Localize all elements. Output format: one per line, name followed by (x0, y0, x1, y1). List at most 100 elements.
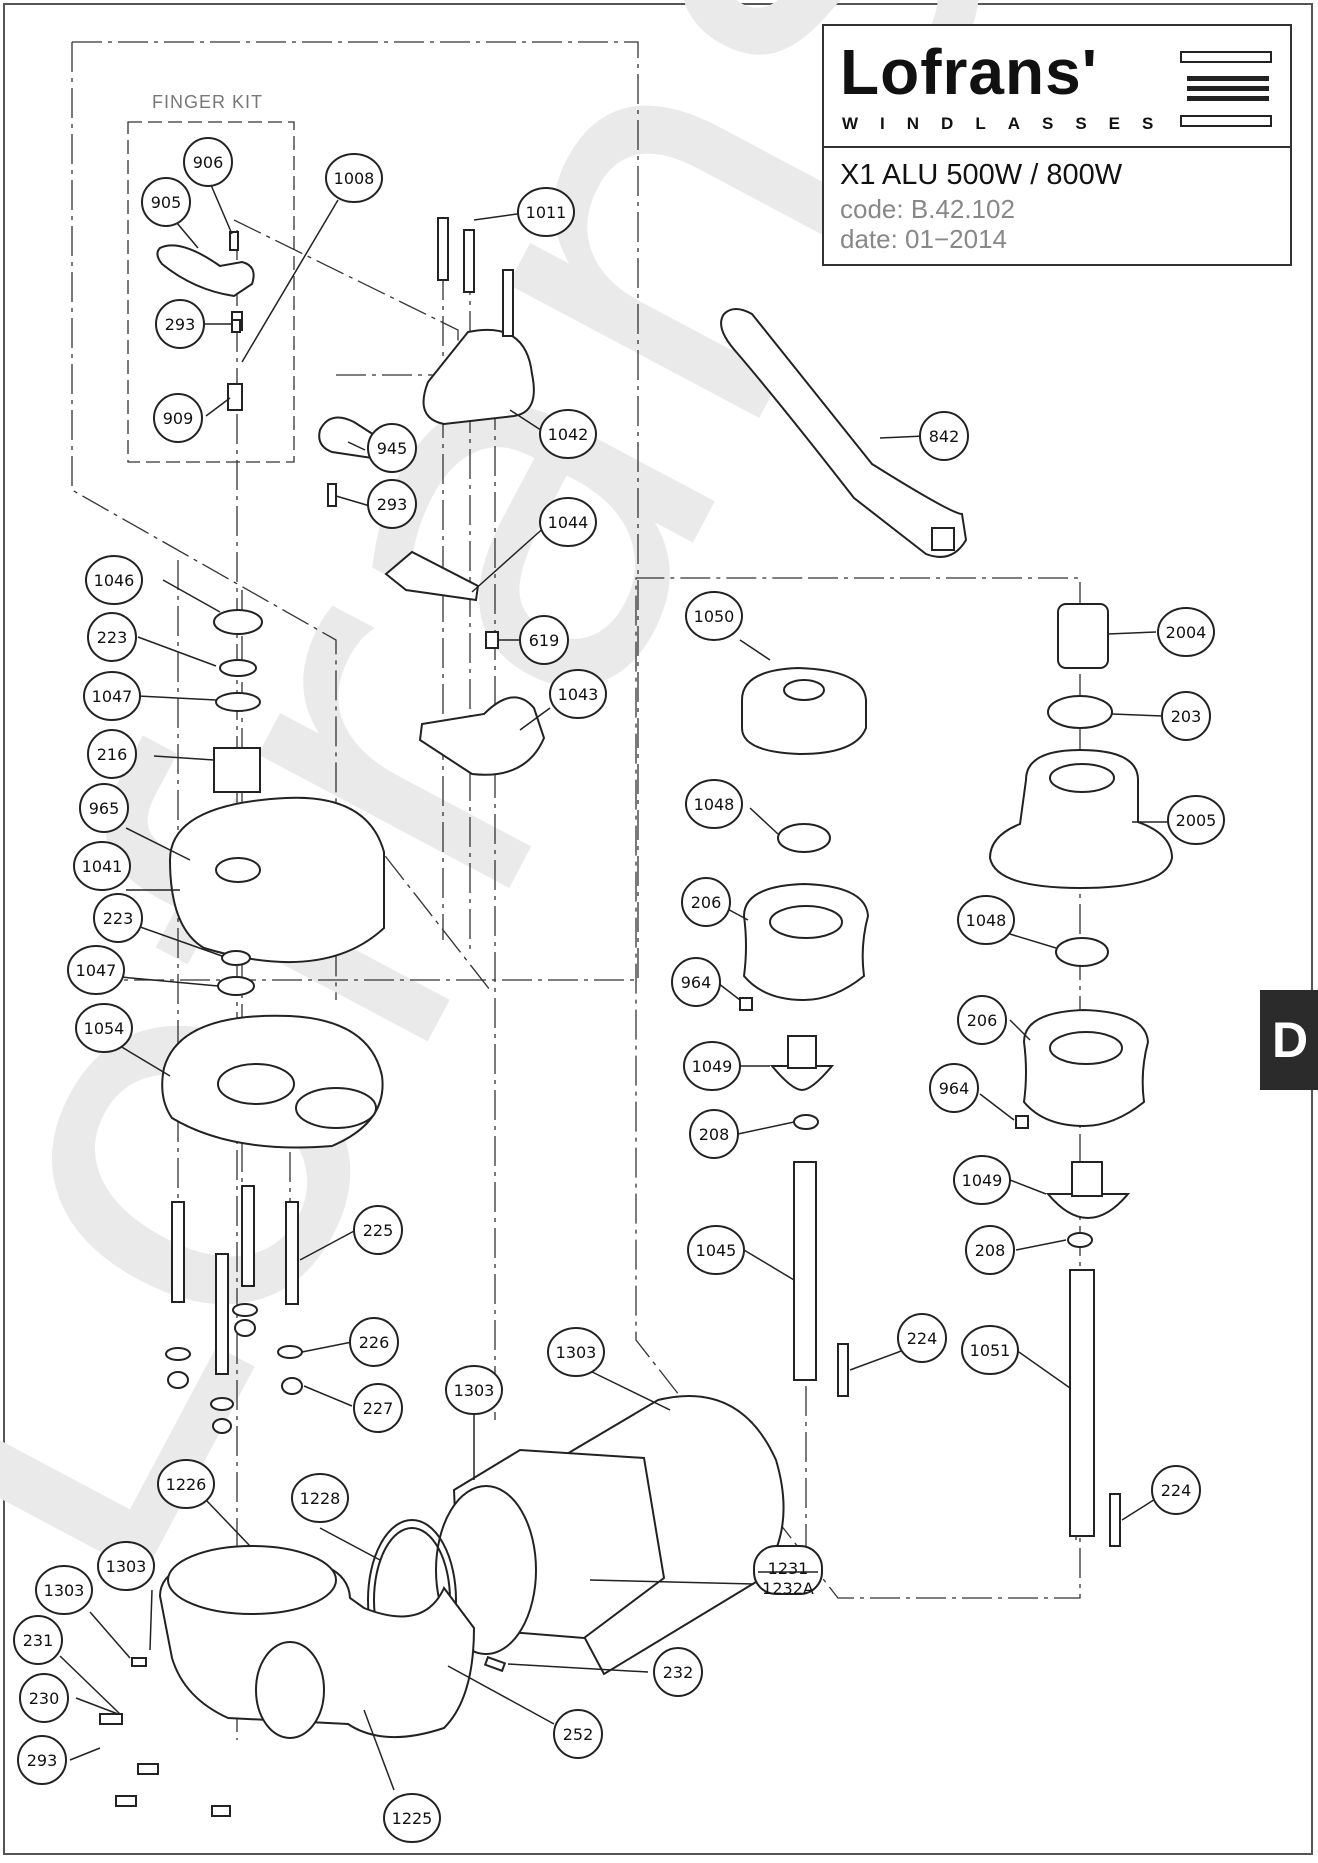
callout-label: 1049 (692, 1057, 733, 1076)
callout-label: 206 (967, 1011, 998, 1030)
callout-label: 1045 (696, 1241, 737, 1260)
date-value: date: 01−2014 (840, 224, 1007, 254)
warping-drum-part (988, 748, 1174, 890)
callout-1008: 1008 (325, 153, 383, 203)
callout-206: 206 (681, 877, 731, 927)
callout-label: 1231 (768, 1559, 809, 1578)
callout-label: 224 (1161, 1481, 1192, 1500)
callout-label: 1303 (44, 1581, 85, 1600)
callout-label: 252 (563, 1725, 594, 1744)
callout-bubble (965, 1225, 1015, 1275)
callout-label: 1228 (300, 1489, 341, 1508)
callout-226: 226 (349, 1317, 399, 1367)
callout-bubble (157, 1459, 215, 1509)
callout-bubble (19, 1673, 69, 1723)
callout-label: 1043 (558, 685, 599, 704)
callout-label: 1232A (762, 1579, 814, 1598)
callout-label: 1225 (392, 1809, 433, 1828)
callout-bubble (681, 877, 731, 927)
callout-bubble (1161, 691, 1211, 741)
callout-1046: 1046 (85, 555, 143, 605)
callout-label: 965 (89, 799, 120, 818)
callout-label: 1046 (94, 571, 135, 590)
callout-bubble (93, 893, 143, 943)
callout-224: 224 (1151, 1465, 1201, 1515)
callout-label: 1047 (76, 961, 117, 980)
callout-1047: 1047 (83, 671, 141, 721)
callout-label: 230 (29, 1689, 60, 1708)
callout-bubble (1151, 1465, 1201, 1515)
callout-1011: 1011 (517, 187, 575, 237)
callout-965: 965 (79, 783, 129, 833)
callout-1054: 1054 (75, 1003, 133, 1053)
callout-bubble (689, 1109, 739, 1159)
callout-223: 223 (87, 612, 137, 662)
callout-bubble (353, 1383, 403, 1433)
callout-label: 905 (151, 193, 182, 212)
callout-bubble (17, 1735, 67, 1785)
callout-label: 223 (103, 909, 134, 928)
stripper-part (418, 696, 546, 776)
callout-label: 293 (165, 315, 196, 334)
callout-bubble (553, 1709, 603, 1759)
brand-row: Lofrans' WINDLASSES (824, 26, 1290, 148)
callout-1303: 1303 (445, 1365, 503, 1415)
callout-1043: 1043 (549, 669, 607, 719)
callout-label: 1041 (82, 857, 123, 876)
callout-203: 203 (1161, 691, 1211, 741)
sheet-border (3, 3, 1313, 1855)
callout-bubble (897, 1313, 947, 1363)
callout-bubble (1157, 607, 1215, 657)
callout-bubble (929, 1063, 979, 1113)
callout-bubble (87, 612, 137, 662)
callout-293: 293 (17, 1735, 67, 1785)
callout-964: 964 (671, 957, 721, 1007)
callout-bubble (291, 1473, 349, 1523)
windlass-logo-icon (1180, 51, 1272, 127)
callout-293: 293 (367, 479, 417, 529)
brand-logo-text: Lofrans' (840, 36, 1098, 108)
callout-1225: 1225 (383, 1793, 441, 1843)
callout-label: 1303 (556, 1343, 597, 1362)
callout-232: 232 (653, 1647, 703, 1697)
callout-label: 216 (97, 745, 128, 764)
callout-225: 225 (353, 1205, 403, 1255)
code-value: code: B.42.102 (840, 194, 1015, 224)
callout-label: 1048 (966, 911, 1007, 930)
callout-label: 1049 (962, 1171, 1003, 1190)
callout-964: 964 (929, 1063, 979, 1113)
callout-label: 619 (529, 631, 560, 650)
callout-bubble (957, 995, 1007, 1045)
callout-bubble (961, 1325, 1019, 1375)
callout-label: 225 (363, 1221, 394, 1240)
deck-base-part (168, 796, 385, 964)
callout-1231: 1231 (753, 1545, 823, 1595)
callout-bubble (383, 1793, 441, 1843)
section-tab[interactable]: D (1260, 990, 1318, 1090)
callout-1048: 1048 (957, 895, 1015, 945)
callout-label: 224 (907, 1329, 938, 1348)
callout-1049: 1049 (683, 1041, 741, 1091)
callout-bubble (85, 555, 143, 605)
callout-bubble (153, 393, 203, 443)
callout-bubble (67, 945, 125, 995)
callout-bubble (35, 1565, 93, 1615)
callout-bubble (753, 1545, 823, 1595)
callout-label: 232 (663, 1663, 694, 1682)
callout-1048: 1048 (685, 779, 743, 829)
callout-909: 909 (153, 393, 203, 443)
callout-227: 227 (353, 1383, 403, 1433)
drum-cover-part (741, 666, 867, 756)
callout-bubble (13, 1615, 63, 1665)
finger-part (156, 244, 255, 298)
model-name: X1 ALU 500W / 800W (840, 159, 1123, 191)
callout-1303: 1303 (97, 1541, 155, 1591)
callout-label: 1042 (548, 425, 589, 444)
callout-842: 842 (919, 411, 969, 461)
callout-bubble (919, 411, 969, 461)
callout-label: 206 (691, 893, 722, 912)
callout-bubble (75, 1003, 133, 1053)
